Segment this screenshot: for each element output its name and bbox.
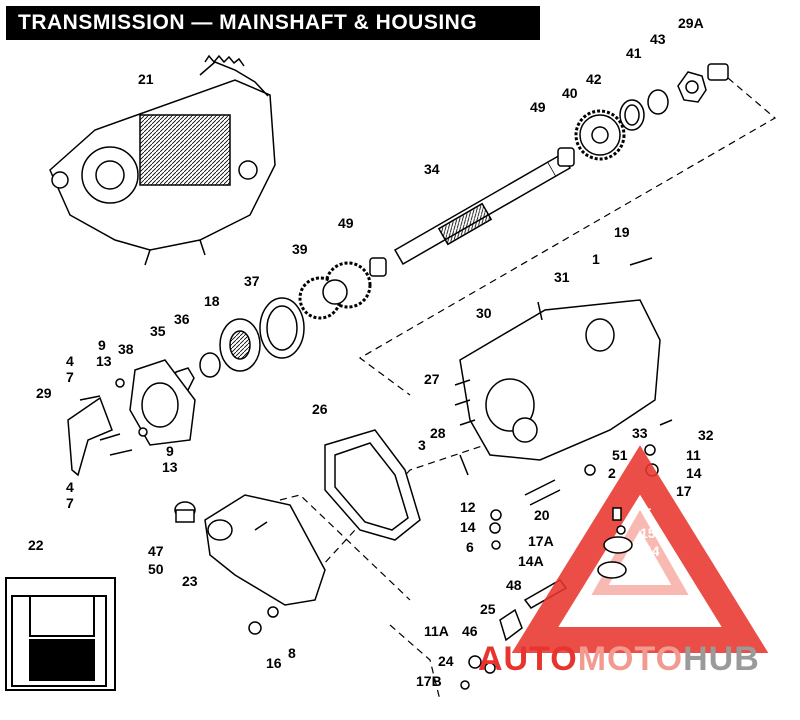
callout-42: 42: [586, 71, 602, 87]
callout-41: 41: [626, 45, 642, 61]
watermark-part-2: MOTO: [577, 640, 684, 678]
callout-50: 50: [148, 561, 164, 577]
callout-9-upper: 9: [98, 337, 106, 353]
callout-27: 27: [424, 371, 440, 387]
callout-11: 11: [686, 447, 701, 463]
callout-28: 28: [430, 425, 446, 441]
cover-gasket: [324, 429, 421, 541]
callout-5: 5: [644, 505, 652, 521]
small-parts-bottom: [248, 606, 496, 690]
bearing-plate: [129, 359, 196, 446]
callout-31: 31: [554, 269, 570, 285]
callout-49-upper: 49: [530, 99, 546, 115]
callout-3: 3: [418, 437, 426, 453]
washer-ring-nut-set: [619, 63, 729, 131]
callout-11a: 11A: [424, 623, 449, 639]
callout-21: 21: [138, 71, 154, 87]
callout-17: 17: [676, 483, 692, 499]
callout-33: 33: [632, 425, 648, 441]
callout-18: 18: [204, 293, 220, 309]
mainshaft-gear: [574, 109, 626, 161]
watermark-part-1: AUTO: [478, 640, 578, 678]
needle-bearing: [369, 147, 575, 277]
transmission-housing: [454, 299, 661, 461]
page-title: TRANSMISSION — MAINSHAFT & HOUSING: [6, 6, 540, 40]
callout-29: 29: [36, 385, 52, 401]
callout-14-left: 14: [460, 519, 476, 535]
gear-cluster: [298, 261, 372, 320]
callout-13-lower: 13: [162, 459, 178, 475]
callout-22: 22: [28, 537, 44, 553]
callout-8: 8: [288, 645, 296, 661]
callout-26: 26: [312, 401, 328, 417]
callout-4-lower: 4: [66, 479, 74, 495]
callout-38: 38: [118, 341, 134, 357]
callout-14a: 14A: [518, 553, 544, 569]
callout-6: 6: [466, 539, 474, 555]
callout-17a: 17A: [528, 533, 554, 549]
callout-9-lower: 9: [166, 443, 174, 459]
callout-35: 35: [150, 323, 166, 339]
watermark-logo: AUTOMOTOHUB: [478, 640, 760, 679]
side-cover: [204, 494, 326, 606]
service-decal: [5, 577, 116, 691]
callout-49-lower: 49: [338, 215, 354, 231]
callout-44: 44: [644, 543, 660, 559]
callout-45: 45: [644, 563, 660, 579]
callout-2: 2: [608, 465, 616, 481]
bracket: [67, 396, 113, 477]
callout-40: 40: [562, 85, 578, 101]
callout-7-lower: 7: [66, 495, 74, 511]
callout-4-upper: 4: [66, 353, 74, 369]
callout-48: 48: [506, 577, 522, 593]
main-bearing-set: [219, 297, 305, 372]
interlock-parts: [597, 507, 633, 579]
callout-46: 46: [462, 623, 478, 639]
callout-39: 39: [292, 241, 308, 257]
watermark-part-3: HUB: [683, 640, 760, 678]
callout-47: 47: [148, 543, 164, 559]
callout-7-upper: 7: [66, 369, 74, 385]
callout-43: 43: [650, 31, 666, 47]
callout-20: 20: [534, 507, 550, 523]
filler-plug: [174, 501, 196, 523]
callout-37: 37: [244, 273, 260, 289]
callout-30: 30: [476, 305, 492, 321]
watermark-triangle: [511, 445, 769, 653]
callout-1: 1: [592, 251, 600, 267]
callout-13-upper: 13: [96, 353, 112, 369]
callout-36: 36: [174, 311, 190, 327]
callout-17b: 17B: [416, 673, 442, 689]
gearbox-assembly: [49, 54, 276, 266]
seal-and-nut: [171, 352, 221, 391]
callout-19: 19: [614, 224, 630, 240]
callout-15: 15: [640, 525, 656, 541]
callout-14-right: 14: [686, 465, 702, 481]
callout-12: 12: [460, 499, 476, 515]
callout-16: 16: [266, 655, 282, 671]
callout-25: 25: [480, 601, 496, 617]
callout-32: 32: [698, 427, 714, 443]
callout-29a: 29A: [678, 15, 704, 31]
mainshaft: [393, 152, 572, 266]
callout-34: 34: [424, 161, 440, 177]
callout-23: 23: [182, 573, 198, 589]
callout-24: 24: [438, 653, 454, 669]
callout-51: 51: [612, 447, 628, 463]
screw-set-left: [79, 378, 148, 456]
